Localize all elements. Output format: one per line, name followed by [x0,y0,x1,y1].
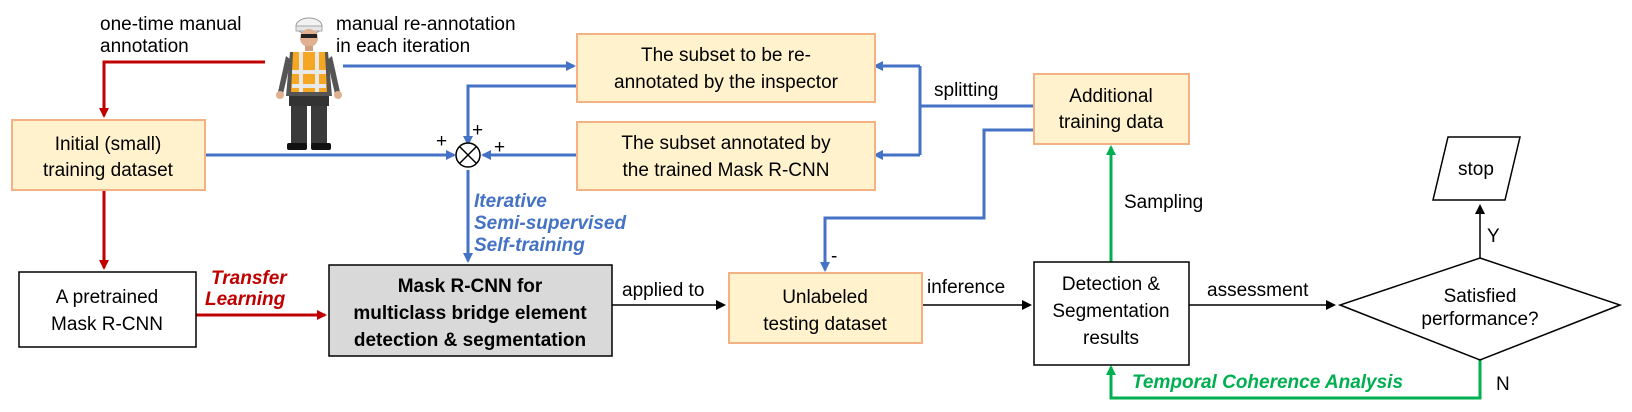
model-subset-line-1: The subset annotated by [621,133,831,154]
arrow-additional-to-unlabeled [820,128,1034,272]
arrow-reannotate-to-combiner [463,84,577,146]
additional-line-2: training data [1059,112,1164,133]
assessment-label: assessment [1207,280,1309,301]
temporal-coherence-label: Temporal Coherence Analysis [1132,372,1403,393]
stop-label: stop [1458,159,1494,180]
construction-worker-icon [276,17,342,150]
manual-reannotation-line-2: in each iteration [336,36,470,57]
reannotate-line-2: annotated by the inspector [614,72,839,93]
arrow-annotation-to-initial [99,60,265,118]
results-box: Detection & Segmentation results [1033,261,1190,366]
pretrained-line-2: Mask R-CNN [51,314,163,335]
circled-times-icon [455,142,481,168]
one-time-annotation-line-2: annotation [100,36,189,57]
plus-right: + [494,137,505,158]
initial-dataset-box: Initial (small) training dataset [11,119,206,191]
initial-dataset-line-1: Initial (small) [55,134,162,155]
additional-data-box: Additional training data [1033,73,1190,145]
reannotate-subset-box: The subset to be re- annotated by the in… [576,33,876,103]
plus-top: + [472,120,483,141]
maskrcnn-line-1: Mask R-CNN for [398,276,543,297]
transfer-learning-line-2: Learning [205,289,286,310]
results-line-3: results [1083,328,1139,349]
splitting-label: splitting [934,80,998,101]
results-line-1: Detection & [1062,274,1161,295]
manual-reannotation-line-1: manual re-annotation [336,14,516,35]
reannotate-line-1: The subset to be re- [641,45,811,66]
decision-diamond: Satisfied performance? [1337,257,1623,361]
applied-to-label: applied to [622,280,704,301]
transfer-learning-line-1: Transfer [211,268,288,289]
minus-sign: - [831,246,837,267]
inference-label: inference [927,277,1005,298]
pretrained-box: A pretrained Mask R-CNN [18,271,197,348]
iterative-line-2: Semi-supervised [474,213,626,234]
decision-line-2: performance? [1421,309,1538,330]
arrow-temporal-coherence [1106,360,1482,400]
decision-line-1: Satisfied [1444,286,1517,307]
unlabeled-line-1: Unlabeled [782,287,868,308]
iterative-line-1: Iterative [474,191,547,212]
plus-left: + [436,131,447,152]
one-time-annotation-line-1: one-time manual [100,14,242,35]
sampling-label: Sampling [1124,192,1203,213]
results-line-2: Segmentation [1052,301,1169,322]
maskrcnn-line-2: multiclass bridge element [353,303,587,324]
unlabeled-line-2: testing dataset [763,314,887,335]
maskrcnn-box: Mask R-CNN for multiclass bridge element… [328,264,613,357]
no-label: N [1496,374,1510,395]
pretrained-line-1: A pretrained [56,287,158,308]
unlabeled-dataset-box: Unlabeled testing dataset [728,272,923,344]
model-subset-line-2: the trained Mask R-CNN [623,160,830,181]
yes-label: Y [1487,226,1500,247]
additional-line-1: Additional [1069,86,1152,107]
iterative-line-3: Self-training [474,235,585,256]
maskrcnn-line-3: detection & segmentation [354,330,586,351]
model-annotated-subset-box: The subset annotated by the trained Mask… [576,121,876,191]
stop-terminal: stop [1432,136,1521,201]
initial-dataset-line-2: training dataset [43,160,174,181]
